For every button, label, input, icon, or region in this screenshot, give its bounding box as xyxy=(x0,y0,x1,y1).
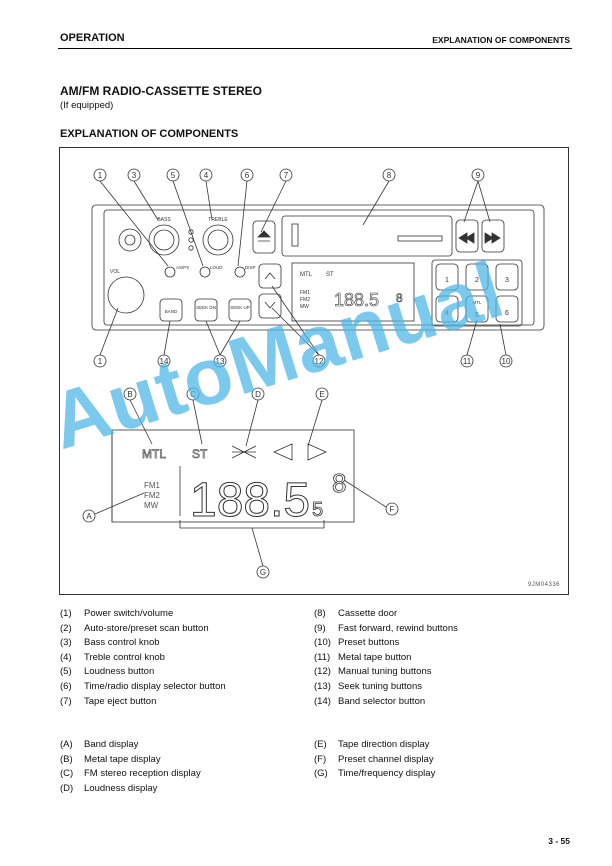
mini-freq: 188.5 xyxy=(334,290,379,310)
loud-label: LOUD xyxy=(210,265,223,270)
legend-item: (F)Preset channel display xyxy=(314,753,434,765)
disp-freq-sub: 5 xyxy=(312,499,323,521)
mini-fm2: FM2 xyxy=(300,297,310,303)
section-heading: EXPLANATION OF COMPONENTS xyxy=(60,128,239,140)
preset-5: 5 xyxy=(475,312,479,319)
legend-item: (11)Metal tape button xyxy=(314,651,412,663)
callouts-bottom: 1 14 13 12 11 10 xyxy=(93,285,513,368)
header-subsection: EXPLANATION OF COMPONENTS xyxy=(432,35,570,45)
mini-channel: 8 xyxy=(396,291,403,305)
legend-item: (5)Loudness button xyxy=(60,666,155,678)
disp-mtl: MTL xyxy=(142,447,166,461)
callout-c: C xyxy=(190,390,196,399)
page-number: 3 - 55 xyxy=(548,836,570,846)
legend-item: (12)Manual tuning buttons xyxy=(314,666,432,678)
legend-item: (9)Fast forward, rewind buttons xyxy=(314,622,458,634)
legend-display-left: (A)Band display (B)Metal tape display (C… xyxy=(60,738,201,796)
treble-label: TREBLE xyxy=(208,217,228,223)
disp-fm2: FM2 xyxy=(144,491,161,500)
callout-5: 5 xyxy=(171,171,176,180)
legend-item: (4)Treble control knob xyxy=(60,651,165,663)
callout-1b: 1 xyxy=(98,357,103,366)
legend-item: (6)Time/radio display selector button xyxy=(60,680,226,692)
mtl-button-label: MTL xyxy=(473,300,482,305)
vol-label: VOL xyxy=(110,269,120,275)
callout-a: A xyxy=(86,512,92,521)
page-title: AM/FM RADIO-CASSETTE STEREO xyxy=(60,84,263,98)
mini-fm1: FM1 xyxy=(300,290,310,296)
callout-e: E xyxy=(319,390,324,399)
legend-item: (G)Time/frequency display xyxy=(314,768,436,780)
callout-14: 14 xyxy=(160,357,169,366)
page-subtitle: (If equipped) xyxy=(60,100,114,111)
header-section: OPERATION xyxy=(60,32,125,44)
legend-item: (8)Cassette door xyxy=(314,608,398,619)
callout-12: 12 xyxy=(315,357,324,366)
figure-code: 9JM04336 xyxy=(527,582,560,588)
callout-9: 9 xyxy=(476,171,481,180)
legend-item: (B)Metal tape display xyxy=(60,753,161,765)
legend-item: (1)Power switch/volume xyxy=(60,608,174,619)
legend-components-left: (1)Power switch/volume (2)Auto-store/pre… xyxy=(60,607,226,709)
callouts-letters: B C D E A F G xyxy=(82,387,399,579)
band-label: BAND xyxy=(165,309,178,314)
callout-g: G xyxy=(260,568,266,577)
preset-1: 1 xyxy=(445,277,449,284)
callout-7: 7 xyxy=(284,171,289,180)
as-ps-label: AS/PS xyxy=(176,265,189,270)
legend-components-right: (8)Cassette door (9)Fast forward, rewind… xyxy=(314,607,458,709)
callout-13: 13 xyxy=(216,357,225,366)
seek-up-label: SEEK UP xyxy=(230,305,250,310)
bass-label: BASS xyxy=(157,217,171,223)
disp-mw: MW xyxy=(144,501,159,510)
legend-item: (13)Seek tuning buttons xyxy=(314,680,422,692)
callout-4: 4 xyxy=(204,171,209,180)
disp-fm1: FM1 xyxy=(144,481,161,490)
legend-display-right: (E)Tape direction display (F)Preset chan… xyxy=(314,738,435,782)
disp-freq: 188.5 xyxy=(190,474,310,527)
preset-6: 6 xyxy=(505,310,509,317)
header-rule xyxy=(58,48,572,49)
callout-f: F xyxy=(390,505,395,514)
callouts-top: 1 3 5 4 6 7 8 9 xyxy=(93,168,485,182)
legend-item: (10)Preset buttons xyxy=(314,637,400,649)
preset-4: 4 xyxy=(445,310,449,317)
callout-1: 1 xyxy=(98,171,103,180)
disp-label: DISP xyxy=(245,265,256,270)
callout-d: D xyxy=(255,390,261,399)
preset-3: 3 xyxy=(505,277,509,284)
legend-item: (D)Loudness display xyxy=(60,782,158,794)
legend-item: (A)Band display xyxy=(60,739,139,750)
callout-b: B xyxy=(127,390,132,399)
callout-11: 11 xyxy=(463,357,472,366)
legend-item: (C)FM stereo reception display xyxy=(60,768,201,780)
radio-body: BASS TREBLE VOL AS/PS LOUD DISP BAND SEE… xyxy=(91,204,545,331)
leader-lines-top xyxy=(99,180,491,267)
radio-illustration: 1 3 5 4 6 7 8 9 B xyxy=(82,168,545,579)
callout-3: 3 xyxy=(132,171,137,180)
legend-item: (14)Band selector button xyxy=(314,695,426,707)
legend-item: (2)Auto-store/preset scan button xyxy=(60,622,209,634)
callout-6: 6 xyxy=(245,171,250,180)
mini-mtl: MTL xyxy=(300,272,313,278)
disp-channel: 8 xyxy=(332,468,346,498)
legend-item: (E)Tape direction display xyxy=(314,739,430,750)
mini-mw: MW xyxy=(300,304,309,310)
enlarged-display: MTL ST FM1 FM2 MW 188.5 5 8 xyxy=(111,429,355,529)
preset-2: 2 xyxy=(475,277,479,284)
callout-8: 8 xyxy=(387,171,392,180)
seek-dn-label: SEEK DN xyxy=(196,305,216,310)
legend-item: (3)Bass control knob xyxy=(60,637,160,649)
disp-st: ST xyxy=(192,447,208,461)
radio-diagram: 1 3 5 4 6 7 8 9 B xyxy=(59,147,569,595)
legend-item: (7)Tape eject button xyxy=(60,695,157,707)
callout-10: 10 xyxy=(502,357,511,366)
mini-st: ST xyxy=(326,272,334,278)
